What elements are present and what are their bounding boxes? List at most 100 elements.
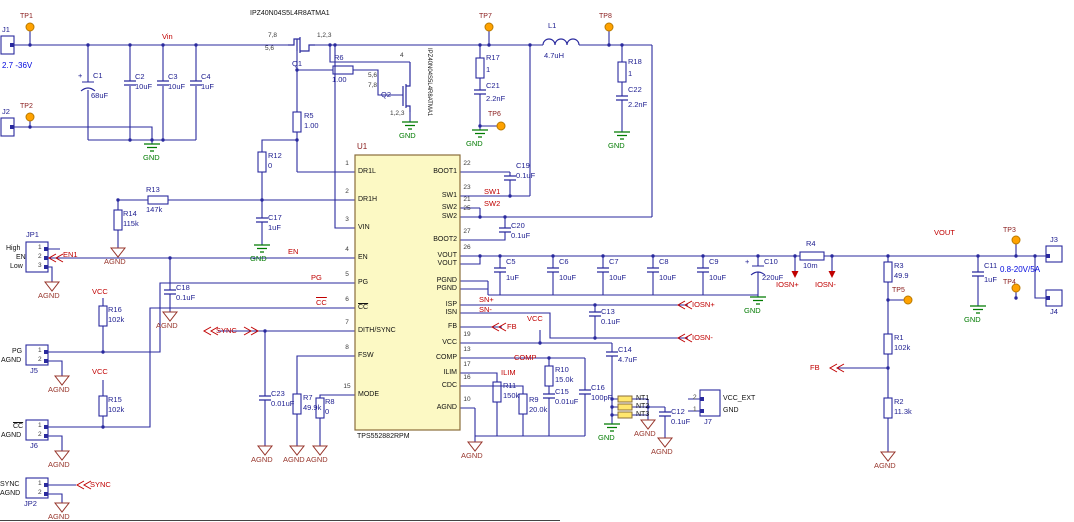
nets-sync: SYNC	[90, 480, 111, 489]
testpoint-tp8	[604, 22, 614, 32]
resistor-r6	[332, 65, 354, 75]
resistors-r16-ref: R16	[108, 305, 122, 314]
gnd-icon	[749, 296, 767, 305]
connectors-j5-labels-0: PG	[12, 348, 23, 355]
sense-arrow-icon	[828, 271, 836, 278]
test_points-tp3: TP3	[1003, 227, 1016, 234]
capacitors-c5-value: 1uF	[506, 273, 519, 282]
net_ties-nt3: NT3	[636, 411, 650, 418]
nets-vin: Vin	[162, 32, 173, 41]
nets-iosn_p: IOSN+	[692, 300, 715, 309]
mosfet-q2[interactable]	[402, 62, 411, 112]
agnd-icon	[44, 281, 60, 292]
capacitor-c23	[258, 395, 272, 401]
ic-pins_left-4-num: 5	[345, 271, 349, 278]
net-tie-nt1	[617, 395, 633, 403]
ic-u1-body[interactable]	[354, 154, 461, 431]
resistor-symbols[interactable]	[98, 57, 893, 419]
resistors-r18-value: 1	[628, 69, 633, 78]
gnd-icon	[603, 423, 621, 432]
grounds-gnd: GND	[598, 433, 615, 442]
connectors-jp1-pins-2: 3	[38, 262, 42, 269]
ic-pins_right-1-num: 23	[463, 184, 471, 191]
capacitors-c9-value: 10uF	[709, 273, 727, 282]
agnd-icon	[257, 445, 273, 456]
grounds-agnd: AGND	[306, 455, 328, 464]
capacitor-symbols[interactable]	[80, 80, 985, 417]
ic-pins_right-15-name: CDC	[441, 382, 457, 389]
grounds-agnd: AGND	[48, 512, 70, 521]
connectors-jp2-labels-0: SYNC	[0, 481, 20, 488]
ic-pins_right-10-name: ISN	[445, 309, 457, 316]
capacitor-c16	[578, 389, 592, 395]
nets-vout: VOUT	[934, 228, 955, 237]
capacitors-c14-value: 4.7uF	[618, 355, 638, 364]
resistors-r12-value: 0	[268, 161, 273, 170]
capacitor-c13	[588, 311, 602, 317]
capacitor-c21	[473, 89, 487, 95]
gnd-icon	[143, 143, 161, 152]
capacitors-c15-ref: C15	[555, 387, 569, 396]
ic-pins_right-9-name: ISP	[445, 301, 457, 308]
nets-snp: SN+	[479, 295, 494, 304]
capacitors-c1-value: 68uF	[91, 91, 109, 100]
resistors-r8-value: 0	[325, 407, 330, 416]
capacitor-c18	[163, 289, 177, 295]
capacitor-c19	[503, 175, 517, 181]
nets-sync: SYNC	[216, 326, 237, 335]
nets-cc: CC	[316, 298, 327, 307]
resistor-r12	[257, 151, 267, 173]
ic-pins_left-1-num: 2	[345, 188, 349, 195]
capacitors-c2-value: 10uF	[135, 82, 153, 91]
agnd-icon	[467, 441, 483, 452]
junction-dots	[28, 43, 1037, 429]
ic-pins_left-3-num: 4	[345, 246, 349, 253]
nets-snn: SN-	[479, 305, 492, 314]
capacitors-c17-value: 1uF	[268, 223, 281, 232]
ic-pins_right-3-name: SW2	[441, 213, 457, 220]
transistors-q2-pins_a: 5,6	[368, 72, 378, 79]
capacitors-c23-ref: C23	[271, 389, 285, 398]
resistor-r3	[883, 261, 893, 283]
capacitor-c5	[493, 267, 507, 273]
test_points-tp6: TP6	[488, 111, 501, 118]
sense-arrow-icon	[791, 271, 799, 278]
resistors-r13-ref: R13	[146, 185, 160, 194]
nets-comp: COMP	[514, 353, 537, 362]
resistors-r12-ref: R12	[268, 151, 282, 160]
resistor-r15	[98, 395, 108, 417]
resistors-r2-ref: R2	[894, 397, 904, 406]
resistors-r17-ref: R17	[486, 53, 500, 62]
resistor-r5	[292, 111, 302, 133]
ic-pins_right-6-name: VOUT	[437, 260, 457, 267]
connectors-j5-pins-1: 2	[38, 356, 42, 363]
capacitors-c16-value: 100pF	[591, 393, 613, 402]
resistors-r10-ref: R10	[555, 365, 569, 374]
agnd-icon	[880, 451, 896, 462]
capacitors-c1-polar: +	[78, 71, 83, 80]
resistors-r5-value: 1.00	[304, 121, 319, 130]
inductor-l1[interactable]	[542, 38, 580, 46]
ic-pins_right-8-name: PGND	[436, 285, 457, 292]
ic-pins_left-3-name: EN	[358, 254, 368, 261]
ic-pins_right-2-num: 21	[463, 196, 471, 203]
ic-pins_left-6-name: DITH/SYNC	[358, 327, 396, 334]
connector-pins	[10, 43, 1050, 496]
transistors-q2-ref: Q2	[381, 90, 392, 99]
net-tie-symbols[interactable]	[617, 395, 633, 419]
connectors-jp2-ref: JP2	[24, 499, 37, 508]
resistor-r14	[113, 209, 123, 231]
capacitors-c6-value: 10uF	[559, 273, 577, 282]
connectors-jp1-pins-1: 2	[38, 253, 42, 260]
mosfet-q1[interactable]	[288, 37, 315, 53]
capacitors-c22-value: 2.2nF	[628, 100, 648, 109]
connectors-j6-labels-1: AGND	[1, 432, 22, 439]
capacitors-c10-ref: C10	[764, 257, 778, 266]
gnd-icon	[969, 305, 987, 314]
agnd-icon	[640, 419, 656, 430]
capacitors-c20-value: 0.1uF	[511, 231, 531, 240]
capacitors-c21-value: 2.2nF	[486, 94, 506, 103]
capacitors-c7-value: 10uF	[609, 273, 627, 282]
grounds-agnd: AGND	[634, 429, 656, 438]
test_points-tp2: TP2	[20, 103, 33, 110]
